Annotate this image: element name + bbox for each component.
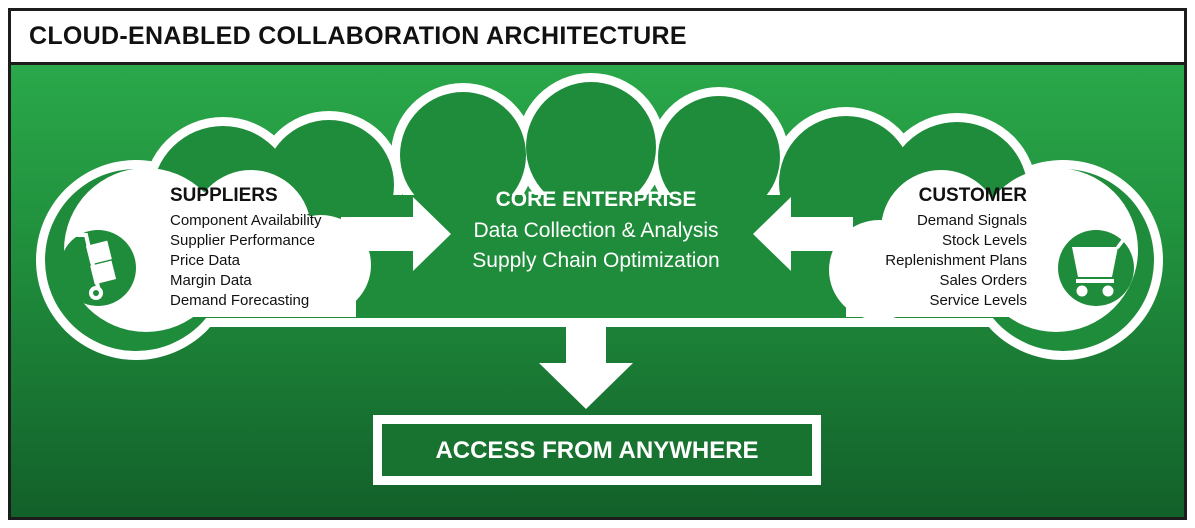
customer-to-core-arrow bbox=[753, 197, 853, 271]
customer-item: Sales Orders bbox=[939, 272, 1027, 289]
customer-item: Service Levels bbox=[929, 292, 1027, 309]
shopping-cart-icon bbox=[1058, 230, 1134, 306]
diagram-title: CLOUD-ENABLED COLLABORATION ARCHITECTURE bbox=[29, 22, 687, 50]
diagram-frame: CLOUD-ENABLED COLLABORATION ARCHITECTURE bbox=[8, 8, 1187, 520]
core-line: Supply Chain Optimization bbox=[472, 249, 719, 272]
suppliers-heading: SUPPLIERS bbox=[170, 185, 278, 206]
suppliers-item: Margin Data bbox=[170, 272, 252, 289]
customer-block: CUSTOMER Demand Signals Stock Levels Rep… bbox=[885, 185, 1027, 309]
customer-heading: CUSTOMER bbox=[919, 185, 1028, 206]
suppliers-item: Demand Forecasting bbox=[170, 292, 309, 309]
access-label: ACCESS FROM ANYWHERE bbox=[435, 437, 758, 464]
suppliers-block: SUPPLIERS Component Availability Supplie… bbox=[170, 185, 322, 309]
suppliers-item: Price Data bbox=[170, 252, 241, 269]
suppliers-to-core-arrow bbox=[341, 197, 451, 271]
access-box: ACCESS FROM ANYWHERE bbox=[373, 415, 821, 485]
core-block: CORE ENTERPRISE Data Collection & Analys… bbox=[472, 188, 719, 272]
customer-item: Stock Levels bbox=[942, 232, 1027, 249]
architecture-diagram: SUPPLIERS Component Availability Supplie… bbox=[36, 73, 1163, 485]
core-line: Data Collection & Analysis bbox=[473, 219, 718, 242]
title-bar: CLOUD-ENABLED COLLABORATION ARCHITECTURE bbox=[11, 11, 1184, 65]
suppliers-item: Supplier Performance bbox=[170, 232, 315, 249]
customer-cloud bbox=[829, 168, 1138, 332]
customer-item: Replenishment Plans bbox=[885, 252, 1027, 269]
core-to-access-arrow bbox=[539, 327, 633, 409]
customer-item: Demand Signals bbox=[917, 212, 1027, 229]
core-heading: CORE ENTERPRISE bbox=[496, 188, 697, 211]
suppliers-item: Component Availability bbox=[170, 212, 322, 229]
hand-truck-icon bbox=[60, 230, 136, 306]
